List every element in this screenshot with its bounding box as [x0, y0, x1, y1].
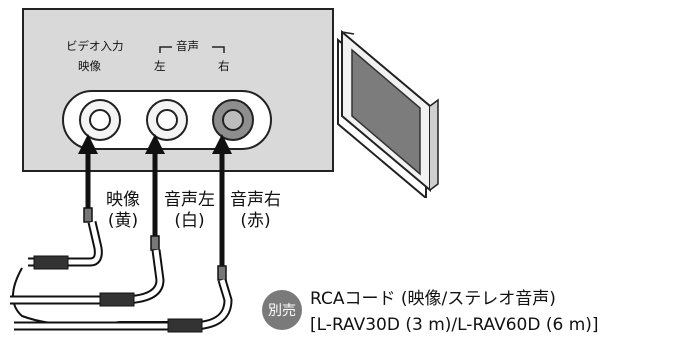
video-plug-body: [33, 255, 69, 270]
product-name: RCAコード (映像/ステレオ音声): [310, 289, 556, 309]
audio-right-cable-label: 音声右 (赤): [230, 190, 281, 231]
audio-right-arrow: [212, 134, 232, 268]
input-panel: ビデオ入力 映像 音声 左 右: [22, 8, 334, 172]
video-input-label: ビデオ入力: [66, 39, 124, 53]
video-plug-tip: [83, 207, 93, 223]
video-cable-label: 映像 (黄): [106, 190, 140, 231]
audio-right-jack[interactable]: [212, 99, 254, 141]
audio-left-plug-body: [99, 292, 135, 307]
audio-left-arrow: [145, 134, 165, 238]
audio-left-cable-label: 音声左 (白): [164, 190, 215, 231]
cable-bundle: [10, 220, 233, 331]
sold-separately-badge: 別売: [262, 290, 302, 330]
audio-right-label: 右: [218, 59, 230, 73]
audio-right-plug-tip: [217, 265, 227, 281]
audio-bracket: [159, 46, 225, 53]
audio-left-label: 左: [154, 59, 166, 73]
jack-strip: [62, 90, 272, 150]
audio-group-label: 音声: [176, 39, 199, 53]
tv-display: [337, 29, 439, 198]
product-models: [L-RAV30D (3 m)/L-RAV60D (6 m)]: [310, 315, 599, 335]
audio-left-plug-tip: [150, 235, 160, 251]
video-arrow: [78, 134, 98, 210]
audio-right-plug-body: [167, 318, 203, 333]
audio-left-jack[interactable]: [146, 99, 188, 141]
video-jack[interactable]: [79, 99, 121, 141]
video-jack-label: 映像: [78, 59, 101, 73]
